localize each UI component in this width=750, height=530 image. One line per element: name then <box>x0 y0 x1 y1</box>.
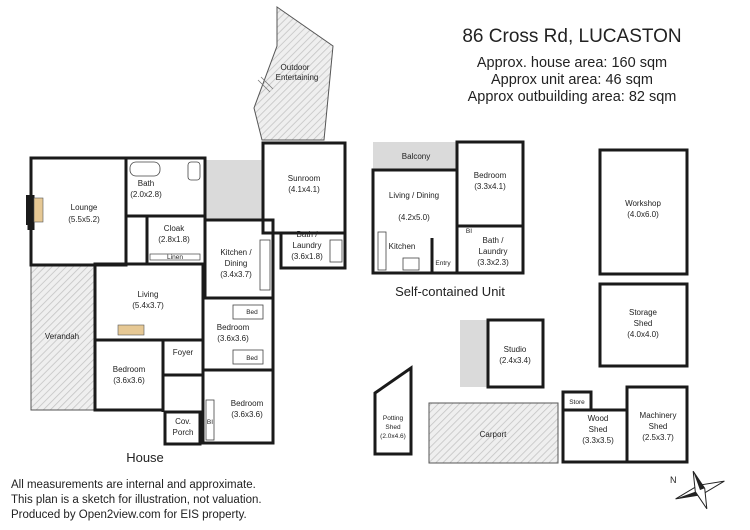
machinery-label-2: Shed <box>649 422 668 431</box>
storage-dims: (4.0x4.0) <box>627 330 659 339</box>
unit-living-dims: (4.2x5.0) <box>398 213 430 222</box>
house-plan: Outdoor Entertaining Sunroom (4.1x4.1) L… <box>26 6 347 465</box>
compass-north-label: N <box>670 475 677 485</box>
wood-shed-label: Wood <box>588 414 609 423</box>
house-section-label: House <box>126 450 164 465</box>
balcony-label: Balcony <box>402 152 430 161</box>
bath-dims: (2.0x2.8) <box>130 190 162 199</box>
porch-label-2: Porch <box>173 428 194 437</box>
bedroom-low-dims: (3.6x3.6) <box>231 410 263 419</box>
unit-living-label: Living / Dining <box>389 191 439 200</box>
wood-shed-label-2: Shed <box>589 425 608 434</box>
machinery-dims: (2.5x3.7) <box>642 433 674 442</box>
disclaimer-line-2: This plan is a sketch for illustration, … <box>11 494 262 506</box>
unit-bi-label: BI <box>466 228 472 235</box>
unit-entry-label: Entry <box>435 260 451 267</box>
bath-laundry-label: Bath / <box>297 230 319 239</box>
outbuildings: Workshop (4.0x6.0) Storage Shed (4.0x4.0… <box>373 148 689 464</box>
bedroom-left-dims: (3.6x3.6) <box>113 376 145 385</box>
bedroom-left-label: Bedroom <box>113 365 146 374</box>
carport-label: Carport <box>480 430 507 439</box>
bi-label: BI <box>207 419 213 426</box>
lounge-dims: (5.5x5.2) <box>68 215 100 224</box>
sunroom-dims: (4.1x4.1) <box>288 185 320 194</box>
unit-plan: Balcony Living / Dining (4.2x5.0) Kitche… <box>371 140 525 299</box>
studio-dims: (2.4x3.4) <box>499 356 531 365</box>
machinery-label: Machinery <box>640 411 677 420</box>
verandah-label: Verandah <box>45 332 79 341</box>
bath-label: Bath <box>138 179 154 188</box>
compass-icon <box>675 470 725 510</box>
storage-label-2: Shed <box>634 319 653 328</box>
workshop-dims: (4.0x6.0) <box>627 210 659 219</box>
outdoor-label: Outdoor <box>281 63 310 72</box>
address-title: 86 Cross Rd, LUCASTON <box>462 26 682 47</box>
workshop-label: Workshop <box>625 199 661 208</box>
unit-bath-label-2: Laundry <box>479 247 508 256</box>
studio-label: Studio <box>504 345 527 354</box>
disclaimer-line-1: All measurements are internal and approx… <box>11 479 256 491</box>
unit-bedroom-dims: (3.3x4.1) <box>474 182 506 191</box>
bath-laundry-label-2: Laundry <box>293 241 322 250</box>
cloak-label: Cloak <box>164 224 185 233</box>
kitchen-dining-dims: (3.4x3.7) <box>220 270 252 279</box>
disclaimer-line-3: Produced by Open2view.com for EIS proper… <box>11 509 247 521</box>
porch-label: Cov. <box>175 417 191 426</box>
storage-label: Storage <box>629 308 658 317</box>
kitchen-dining-label: Kitchen / <box>220 248 252 257</box>
outdoor-entertaining-deck <box>253 6 334 141</box>
unit-bedroom-label: Bedroom <box>474 171 507 180</box>
unit-kitchen-label: Kitchen <box>389 242 416 251</box>
courtyard-area <box>205 160 263 220</box>
bed-label-1: Bed <box>246 309 258 316</box>
unit-bath-label: Bath / <box>483 236 505 245</box>
potting-label: Potting <box>383 415 404 422</box>
unit-section-label: Self-contained Unit <box>395 284 505 299</box>
house-area-text: Approx. house area: 160 sqm <box>476 55 668 71</box>
potting-label-2: Shed <box>385 424 401 431</box>
bedroom-mid-label: Bedroom <box>217 323 250 332</box>
sunroom-label: Sunroom <box>288 174 321 183</box>
outdoor-label-2: Entertaining <box>276 73 319 82</box>
lounge-label: Lounge <box>71 203 98 212</box>
wood-shed-dims: (3.3x3.5) <box>582 436 614 445</box>
living-label: Living <box>138 290 159 299</box>
foyer-label: Foyer <box>173 348 194 357</box>
linen-label: Linen <box>167 254 183 261</box>
store-label: Store <box>569 399 585 406</box>
bed-label-2: Bed <box>246 355 258 362</box>
cloak-dims: (2.8x1.8) <box>158 235 190 244</box>
unit-bath-dims: (3.3x2.3) <box>477 258 509 267</box>
unit-area-text: Approx unit area: 46 sqm <box>490 72 653 88</box>
potting-dims: (2.0x4.6) <box>380 433 406 440</box>
verandah-area <box>30 264 96 411</box>
bath-laundry-dims: (3.6x1.8) <box>291 252 323 261</box>
bedroom-low-label: Bedroom <box>231 399 264 408</box>
living-dims: (5.4x3.7) <box>132 301 164 310</box>
kitchen-dining-label-2: Dining <box>225 259 248 268</box>
bedroom-mid-dims: (3.6x3.6) <box>217 334 249 343</box>
outbuilding-area-text: Approx outbuilding area: 82 sqm <box>467 89 677 105</box>
